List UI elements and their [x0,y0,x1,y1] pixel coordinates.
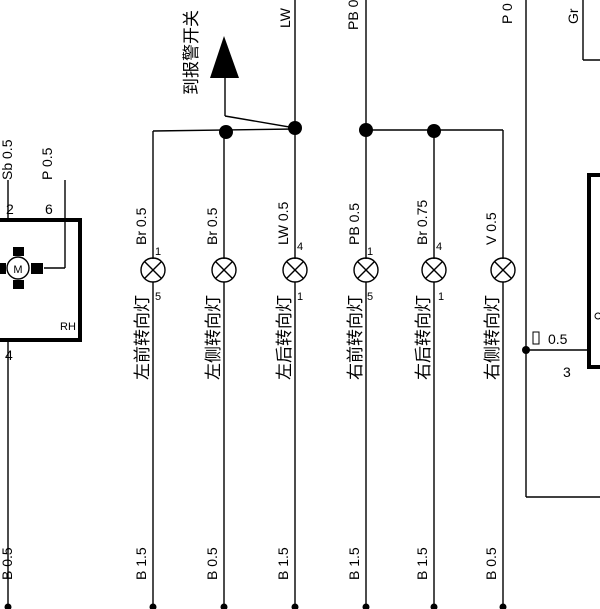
lamp-pin-bottom: 5 [367,291,373,303]
mirror-motor-block: M [0,180,82,342]
lamp-pin-top: 4 [436,241,442,253]
lamp-wire-bottom: B 1.5 [414,547,430,580]
lamp-pin-bottom: 1 [438,291,444,303]
lamp-wire-bottom: B 0.5 [483,547,499,580]
lamp-right-rear [421,257,447,283]
lamp-pin-bottom: 5 [155,291,161,303]
lamp-wire-top: Br 0.75 [414,200,430,245]
lamp-name: 左后转向灯 [275,295,295,380]
lamp-name: 左前转向灯 [133,295,153,380]
lamp-pin-top: 1 [155,246,161,258]
lamp-name: 左侧转向灯 [204,295,224,380]
motor-symbol: M [13,264,22,276]
lamp-wire-bottom: B 1.5 [346,547,362,580]
lamp-wire-top: LW 0.5 [275,201,291,245]
lamp-left-front [140,257,166,283]
lamp-wire-top: Br 0.5 [204,207,220,245]
motor-wire-bottom: B 0.5 [0,547,15,580]
lamp-right-side [490,257,516,283]
motor-pin-4: 4 [5,347,13,363]
connector-wire-label: 0.5 [548,331,568,347]
lamp-wire-top: PB 0.5 [346,203,362,245]
lamp-pin-top: 1 [367,246,373,258]
lamp-wire-bottom: B 1.5 [133,547,149,580]
lamp-name: 右前转向灯 [346,295,366,380]
motor-pin-6: 6 [45,201,53,217]
lamp-wire-top: Br 0.5 [133,207,149,245]
right-connector [522,173,600,498]
lamp-wire-bottom: B 0.5 [204,547,220,580]
motor-tag: RH [60,321,76,333]
lamp-wire-top: V 0.5 [483,212,499,245]
lamp-name: 右后转向灯 [414,295,434,380]
lamp-right-front [353,257,379,283]
lamp-left-side [211,257,237,283]
junction-dot [219,125,233,139]
p-top-label: P 0 [499,3,515,24]
lamp-pin-bottom: 1 [297,291,303,303]
motor-pin-2: 2 [6,201,14,217]
gr-top-label: Gr [565,8,581,24]
alarm-switch-arrow [210,36,239,78]
lamp-wire-bottom: B 1.5 [275,547,291,580]
pb-top-label: PB 0 [345,0,361,30]
lamp-pin-top: 4 [297,241,303,253]
lamp-left-rear [282,257,308,283]
lw-top-label: LW [277,7,293,28]
motor-wire-right: P 0.5 [39,147,55,180]
connector-pin-label: 3 [563,364,571,380]
lamp-name: 右侧转向灯 [483,295,503,380]
motor-wire-left: Sb 0.5 [0,139,15,180]
alarm-switch-label: 到报警开关 [182,10,202,95]
